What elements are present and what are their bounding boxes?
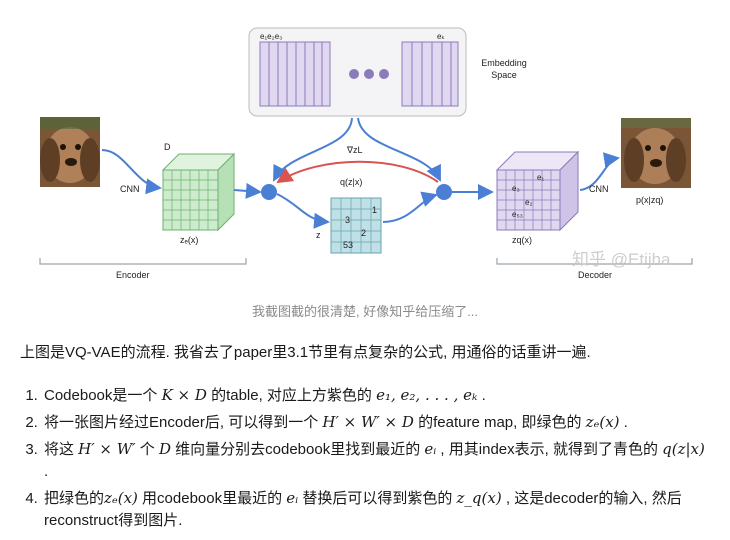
- codebook-ek-label: eₖ: [437, 32, 445, 41]
- decoder-value-e2: e₂: [525, 198, 533, 207]
- step-2: 将一张图片经过Encoder后, 可以得到一个 H′ × W′ × D 的fea…: [42, 411, 710, 434]
- embedding-space-panel: e₁e₂e₃ eₖ: [248, 27, 467, 117]
- codebook-ellipsis: [349, 69, 389, 79]
- cnn-decoder-label: CNN: [589, 184, 609, 194]
- math-qzx: q(z|x): [662, 440, 705, 458]
- decoder-label: Decoder: [578, 270, 612, 280]
- math-ei-2: eᵢ: [286, 489, 299, 507]
- d-dimension-label: D: [164, 142, 171, 152]
- vq-vae-figure: e₁e₂e₃ eₖ Embedding Space CNN D zₑ(x): [39, 27, 693, 280]
- decoder-value-e1: e₁: [537, 173, 544, 182]
- step-1: Codebook是一个 K × D 的table, 对应上方紫色的 e₁, e₂…: [42, 384, 710, 407]
- embedding-space-label-1: Embedding: [481, 58, 527, 68]
- z-label: z: [316, 230, 321, 240]
- codebook-block-right: [401, 41, 459, 107]
- output-dog-image: [621, 118, 691, 188]
- grid-value-3: 3: [345, 215, 350, 225]
- math-hw: H′ × W′: [78, 440, 136, 458]
- encoder-label: Encoder: [116, 270, 150, 280]
- math-d: D: [158, 440, 171, 458]
- math-e-sequence: e₁, e₂, . . . , eₖ: [376, 386, 478, 404]
- math-ei: eᵢ: [424, 440, 437, 458]
- intro-paragraph: 上图是VQ-VAE的流程. 我省去了paper里3.1节里有点复杂的公式, 用通…: [20, 344, 591, 361]
- step-4: 把绿色的zₑ(x) 用codebook里最近的 eᵢ 替换后可以得到紫色的 z_…: [42, 487, 710, 532]
- zq-label: zq(x): [512, 235, 532, 245]
- decoder-value-e3: e₃: [512, 184, 520, 193]
- article-body: 上图是VQ-VAE的流程. 我省去了paper里3.1节里有点复杂的公式, 用通…: [20, 342, 710, 536]
- zhihu-watermark: 知乎 @Etijha: [572, 250, 671, 269]
- grid-value-53: 53: [343, 240, 353, 250]
- gradient-label: ∇zL: [346, 145, 363, 155]
- qzx-label: q(z|x): [340, 177, 362, 187]
- input-dog-image: [40, 117, 100, 187]
- codebook-block-left: [259, 41, 331, 107]
- decoder-input-cube: [495, 150, 580, 232]
- left-node: [261, 184, 277, 200]
- pxzq-label: p(x|zq): [636, 195, 663, 205]
- codebook-e-labels: e₁e₂e₃: [260, 32, 282, 41]
- grid-value-2: 2: [361, 228, 366, 238]
- math-hwd: H′ × W′ × D: [322, 413, 414, 431]
- figure-caption: 我截图截的很清楚, 好像知乎给压缩了...: [251, 304, 479, 319]
- grid-value-1: 1: [372, 205, 377, 215]
- step-3: 将这 H′ × W′ 个 D 维向量分别去codebook里找到最近的 eᵢ ,…: [42, 438, 710, 483]
- embedding-space-label-2: Space: [491, 70, 517, 80]
- steps-list: Codebook是一个 K × D 的table, 对应上方紫色的 e₁, e₂…: [20, 384, 710, 532]
- ze-label: zₑ(x): [180, 235, 198, 245]
- decoder-value-e53: e₅₃: [512, 210, 523, 219]
- math-ze: zₑ(x): [585, 413, 620, 431]
- right-node: [436, 184, 452, 200]
- encoder-feature-cube: [161, 152, 236, 232]
- math-ze-2: zₑ(x): [104, 489, 138, 507]
- math-k-times-d: K × D: [161, 386, 207, 404]
- quantized-index-grid: [330, 197, 382, 254]
- math-zq: z_q(x): [456, 489, 502, 507]
- cnn-encoder-label: CNN: [120, 184, 140, 194]
